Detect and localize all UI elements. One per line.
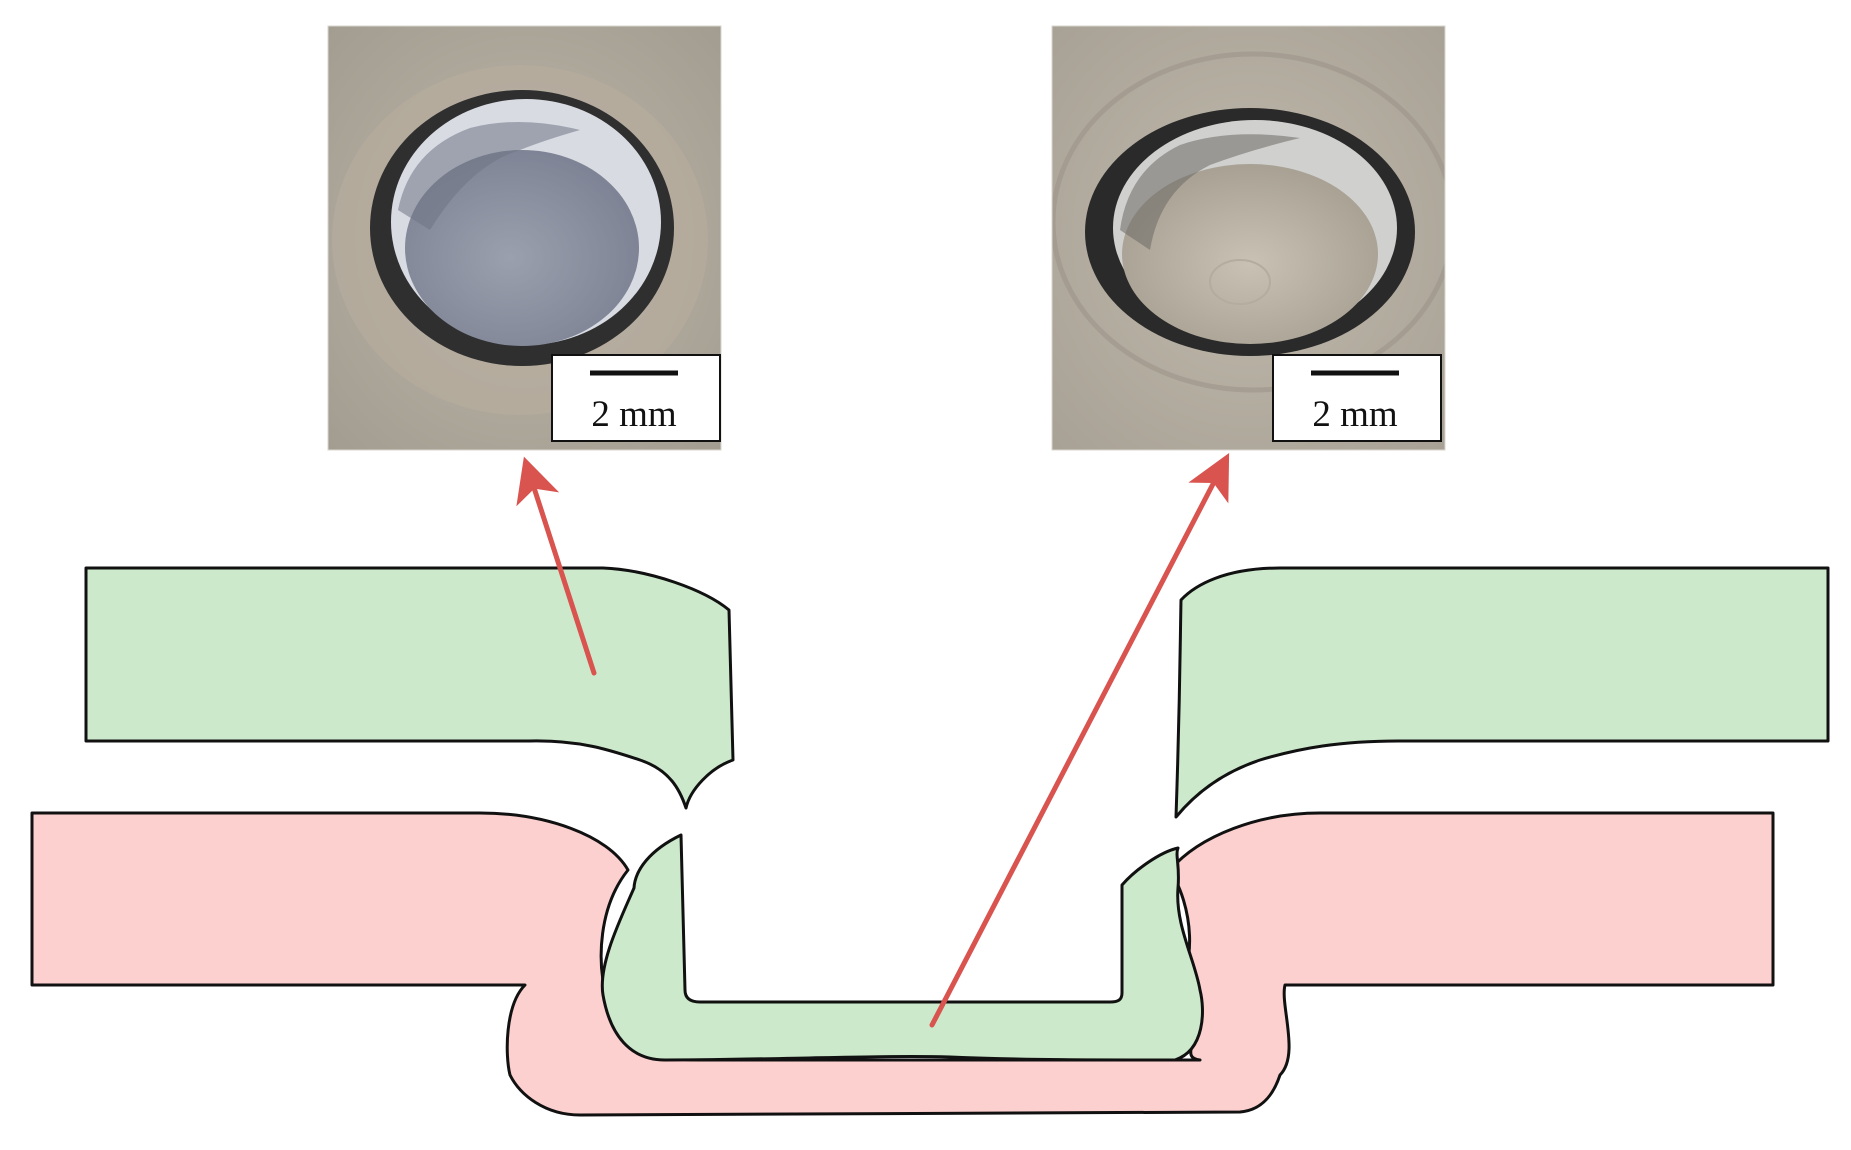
wall-shadow xyxy=(1120,134,1300,250)
upper-sheet-cup-cross-section xyxy=(600,833,1204,1062)
lower-sheet-cross-section xyxy=(30,811,1775,1117)
upper-sheet-micrograph: 2 mm xyxy=(327,25,722,451)
cup-floor xyxy=(1122,164,1378,344)
center-mark xyxy=(1209,259,1271,305)
photo-frame xyxy=(327,25,722,451)
scale-bar-box: 2 mm xyxy=(1272,354,1442,442)
upper-sheet-right-cross-section xyxy=(1174,566,1830,819)
lower-sheet-micrograph: 2 mm xyxy=(1051,25,1446,451)
wall-shadow xyxy=(398,121,580,230)
hole-floor xyxy=(405,150,639,346)
outer-ring-mark xyxy=(1052,51,1445,393)
arrow-to-upper-micrograph xyxy=(516,456,597,676)
scale-bar-label: 2 mm xyxy=(591,394,677,435)
arrow-to-lower-micrograph xyxy=(929,453,1230,1028)
upper-sheet-left-cross-section xyxy=(84,566,735,810)
photo-frame xyxy=(1051,25,1446,451)
scale-bar-box: 2 mm xyxy=(551,354,721,442)
scale-bar-label: 2 mm xyxy=(1312,394,1398,435)
